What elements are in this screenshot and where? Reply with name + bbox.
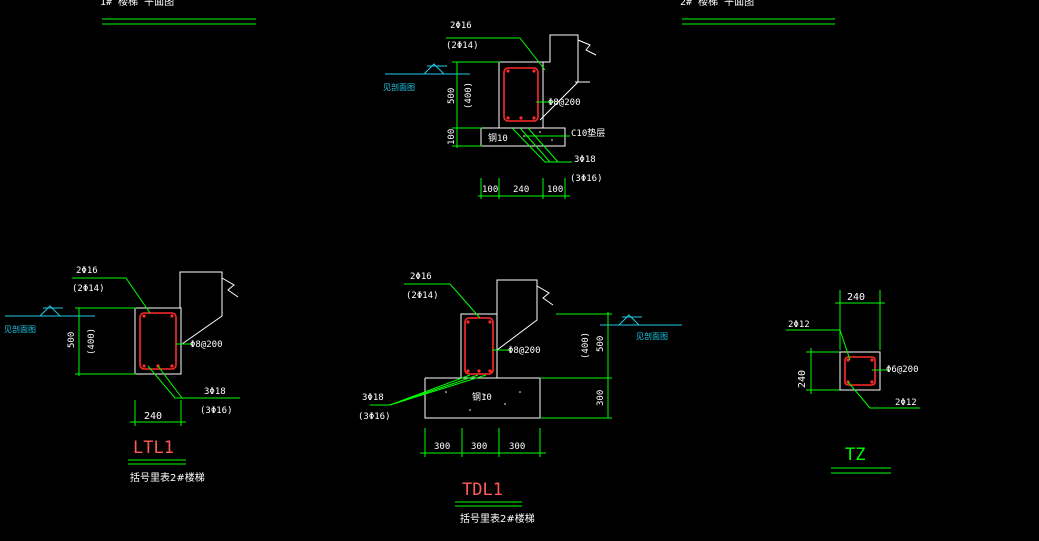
header-right-text: 2# 楼梯 平面图 (680, 0, 754, 8)
tdl1-top-bar-alt: (2Φ14) (406, 291, 439, 301)
header-right: 2# 楼梯 平面图 (680, 0, 835, 25)
top-top-bar-alt: (2Φ14) (446, 41, 479, 51)
top-dim-base: 100 (447, 129, 457, 145)
header-left-text: 1# 楼梯 平面图 (100, 0, 174, 8)
tdl1-inner-note: 钢10 (472, 391, 492, 403)
top-bottom-bar: 3Φ18 (574, 155, 596, 165)
ltl1-bottom-bar: 3Φ18 (204, 387, 226, 397)
ground-label-ltl1: 见剖面图 (4, 324, 36, 334)
section-ltl1: 见剖面图 2Φ16 (2Φ14) Φ8@200 3Φ18 (3Φ16) 500 … (4, 266, 240, 484)
tdl1-note: 括号里表2#楼梯 (460, 512, 535, 525)
top-pad-label: C10垫层 (571, 127, 605, 139)
tdl1-title: TDL1 (462, 480, 503, 500)
tdl1-dim-base: 300 (596, 390, 606, 406)
tz-height: 240 (797, 370, 808, 388)
ltl1-dim-height: 500 (67, 332, 77, 348)
tz-title: TZ (845, 445, 865, 465)
tdl1-base-dim-3: 300 (509, 442, 525, 452)
tdl1-dim-height-alt: (400) (581, 332, 591, 359)
ltl1-stirrup: Φ8@200 (190, 340, 223, 350)
top-dim-height: 500 (447, 88, 457, 104)
ground-label-tdl1: 见剖面图 (636, 331, 668, 341)
header-left: 1# 楼梯 平面图 (100, 0, 256, 25)
ltl1-dim-height-alt: (400) (87, 328, 97, 355)
section-tz: 240 240 2Φ12 Φ6@200 2Φ12 TZ (786, 290, 920, 474)
top-base-dim-3: 100 (547, 185, 563, 195)
ltl1-title: LTL1 (133, 438, 174, 458)
ltl1-note: 括号里表2#楼梯 (130, 471, 205, 484)
tz-top-bar: 2Φ12 (788, 320, 810, 330)
tdl1-dim-height: 500 (596, 336, 606, 352)
tdl1-base-dim-2: 300 (471, 442, 487, 452)
ltl1-width: 240 (144, 411, 162, 422)
ltl1-top-bar: 2Φ16 (76, 266, 98, 276)
top-top-bar: 2Φ16 (450, 21, 472, 31)
ground-label-top: 见剖面图 (383, 82, 415, 92)
tdl1-stirrup: Φ8@200 (508, 346, 541, 356)
ltl1-bottom-bar-alt: (3Φ16) (200, 406, 233, 416)
ground-symbol: 见剖面图 (383, 63, 470, 92)
tdl1-top-bar: 2Φ16 (410, 272, 432, 282)
tz-stirrup: Φ6@200 (886, 365, 919, 375)
top-stirrup: Φ8@200 (548, 98, 581, 108)
tdl1-base-dim-1: 300 (434, 442, 450, 452)
section-tdl1: 见剖面图 钢10 2Φ16 (2Φ14) Φ8@200 3Φ18 (3Φ16) … (358, 272, 682, 525)
pad-inner-note: 钢10 (488, 132, 508, 144)
top-dim-height-alt: (400) (464, 82, 474, 109)
tdl1-bottom-bar: 3Φ18 (362, 393, 384, 403)
tz-width: 240 (847, 292, 865, 303)
top-base-dim-2: 240 (513, 185, 529, 195)
ground-symbol-ltl1: 见剖面图 (4, 305, 95, 334)
top-bottom-bar-alt: (3Φ16) (570, 174, 603, 184)
ground-symbol-tdl1: 见剖面图 (600, 314, 682, 341)
tz-bottom-bar: 2Φ12 (895, 398, 917, 408)
ltl1-top-bar-alt: (2Φ14) (72, 284, 105, 294)
tdl1-bottom-bar-alt: (3Φ16) (358, 412, 391, 422)
section-top: 见剖面图 钢10 2Φ16 (2Φ14) Φ8@200 C10垫层 3Φ18 (… (383, 21, 605, 199)
top-base-dim-1: 100 (482, 185, 498, 195)
